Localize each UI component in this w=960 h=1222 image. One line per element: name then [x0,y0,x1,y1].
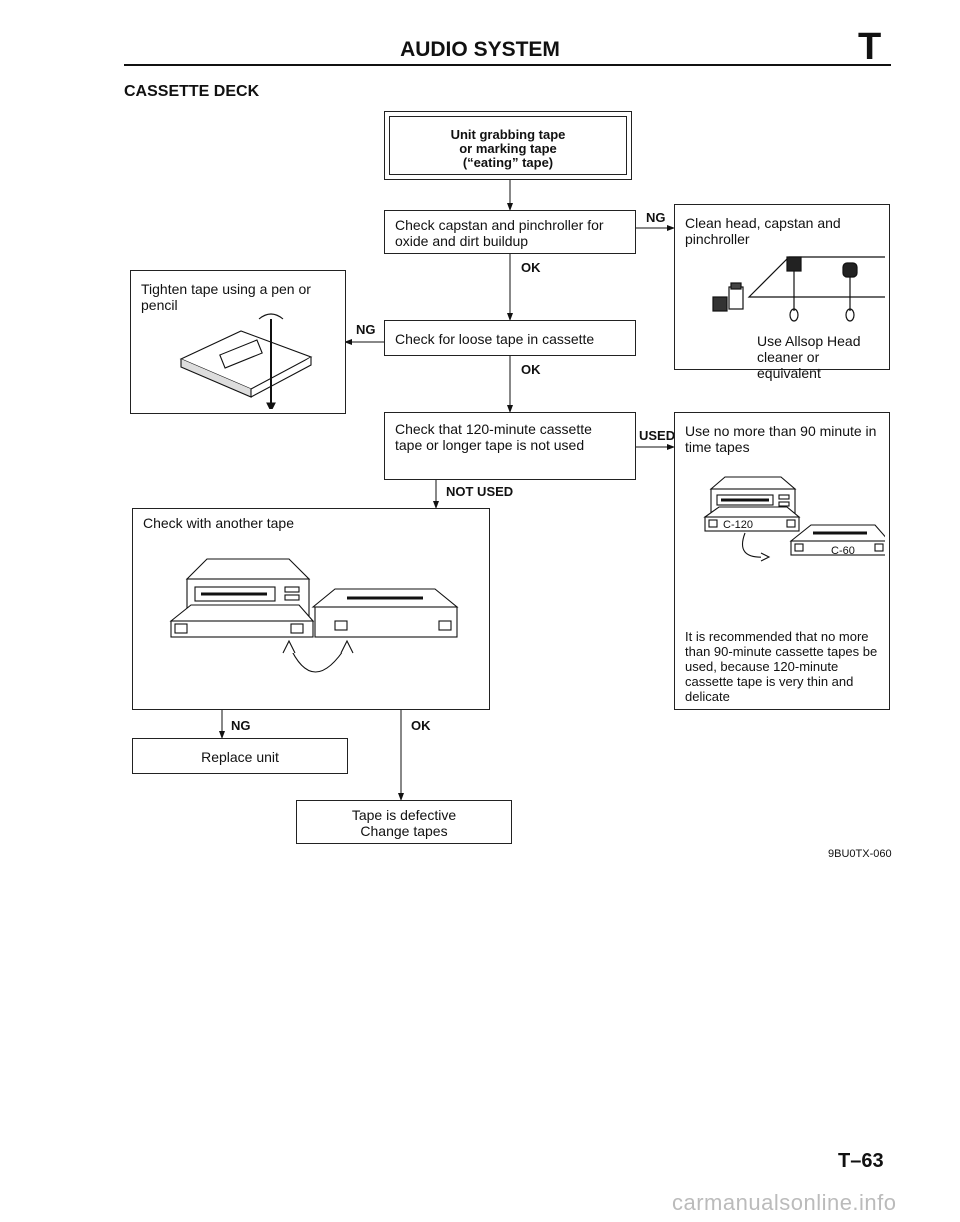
check-loose-box: Check for loose tape in cassette [384,320,636,356]
not-used-label: NOT USED [446,484,514,499]
check-another-text: Check with another tape [143,515,294,531]
ok-label-capstan: OK [521,260,541,275]
clean-head-text: Clean head, capstan and pinchroller [685,215,841,247]
check-loose-text: Check for loose tape in cassette [395,331,595,347]
tighten-tape-text: Tighten tape using a pen or pencil [141,281,311,313]
use-90-note: It is recommended that no more than 90-m… [685,629,878,704]
tape-c60-label: C-60 [831,545,855,557]
tape-defective-line-1: Tape is defective [351,807,457,823]
start-line-3: (“eating” tape) [462,155,554,170]
check-another-box: Check with another tape [132,508,490,710]
section-letter: T [858,26,882,68]
clean-head-box: Clean head, capstan and pinchroller Use … [674,204,890,381]
ng-label-loose: NG [356,322,376,337]
clean-head-note: Use Allsop Head cleaner or equivalent [757,333,861,381]
used-label: USED [639,428,676,443]
tape-c120-label: C-120 [723,519,753,531]
ok-label-loose: OK [521,362,541,377]
replace-unit-text: Replace unit [201,749,279,765]
use-90-text: Use no more than 90 minute in time tapes [685,423,877,455]
tape-defective-box: Tape is defective Change tapes [296,800,512,844]
tighten-tape-box: Tighten tape using a pen or pencil [130,270,346,414]
tape-deck-illustration [703,476,885,562]
page-title: AUDIO SYSTEM [400,38,560,61]
check-capstan-text: Check capstan and pinchroller for oxide … [395,217,604,249]
replace-unit-box: Replace unit [132,738,348,774]
ng-label-another: NG [231,718,251,733]
header-rule [124,64,891,66]
start-box: Unit grabbing tape or marking tape (“eat… [384,111,632,180]
check-120-text: Check that 120-minute cassette tape or l… [395,421,592,453]
use-90-box: Use no more than 90 minute in time tapes… [674,412,890,710]
ok-label-another: OK [411,718,431,733]
cleaning-kit-illustration [712,256,885,322]
start-line-1: Unit grabbing tape [450,127,566,142]
figure-code: 9BU0TX-060 [828,848,892,860]
start-line-2: or marking tape [459,141,557,156]
another-tape-illustration [169,558,459,673]
section-subtitle: CASSETTE DECK [124,83,260,100]
watermark: carmanualsonline.info [672,1190,897,1215]
page-number: T–63 [838,1150,884,1172]
cassette-pencil-illustration [179,313,313,409]
check-120-box: Check that 120-minute cassette tape or l… [384,412,636,480]
tape-defective-line-2: Change tapes [360,823,448,839]
check-capstan-box: Check capstan and pinchroller for oxide … [384,210,636,254]
ng-label-capstan: NG [646,210,666,225]
